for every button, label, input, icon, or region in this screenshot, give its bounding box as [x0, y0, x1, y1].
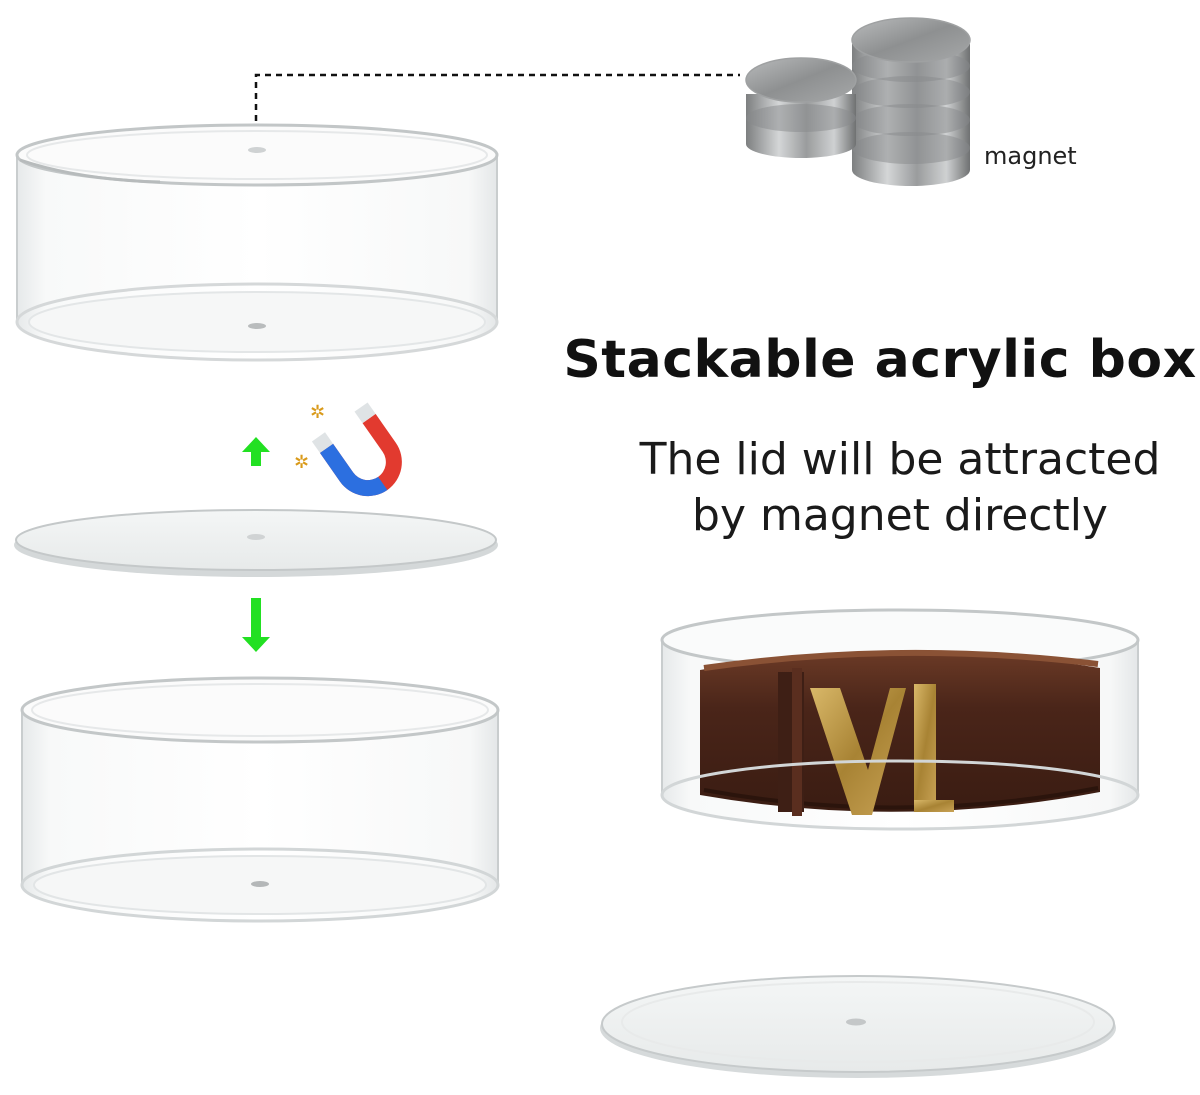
belt-image: [700, 651, 1100, 812]
subtitle-line-2: by magnet directly: [692, 490, 1108, 541]
magnet-spark-icon: ✲ ✲: [294, 402, 325, 473]
magnet-connector-line: [254, 73, 740, 132]
arrow-up-icon: [242, 437, 270, 466]
belt-buckle-vi: [810, 684, 954, 815]
magnet-stack-image: [745, 17, 971, 186]
top-acrylic-box: [15, 123, 499, 362]
loose-acrylic-lid: [600, 975, 1116, 1078]
bottom-acrylic-box: [20, 676, 500, 923]
magnet-label: magnet: [984, 142, 1077, 170]
acrylic-box-with-belt: [660, 608, 1140, 831]
subtitle: The lid will be attracted by magnet dire…: [590, 432, 1200, 544]
arrow-down-icon: [242, 598, 270, 652]
subtitle-line-1: The lid will be attracted: [639, 434, 1161, 485]
middle-acrylic-lid: [14, 509, 498, 577]
page-title: Stackable acrylic box: [563, 330, 1197, 390]
svg-text:✲: ✲: [294, 452, 309, 473]
horseshoe-magnet-icon: [311, 402, 402, 497]
svg-text:✲: ✲: [310, 402, 325, 423]
